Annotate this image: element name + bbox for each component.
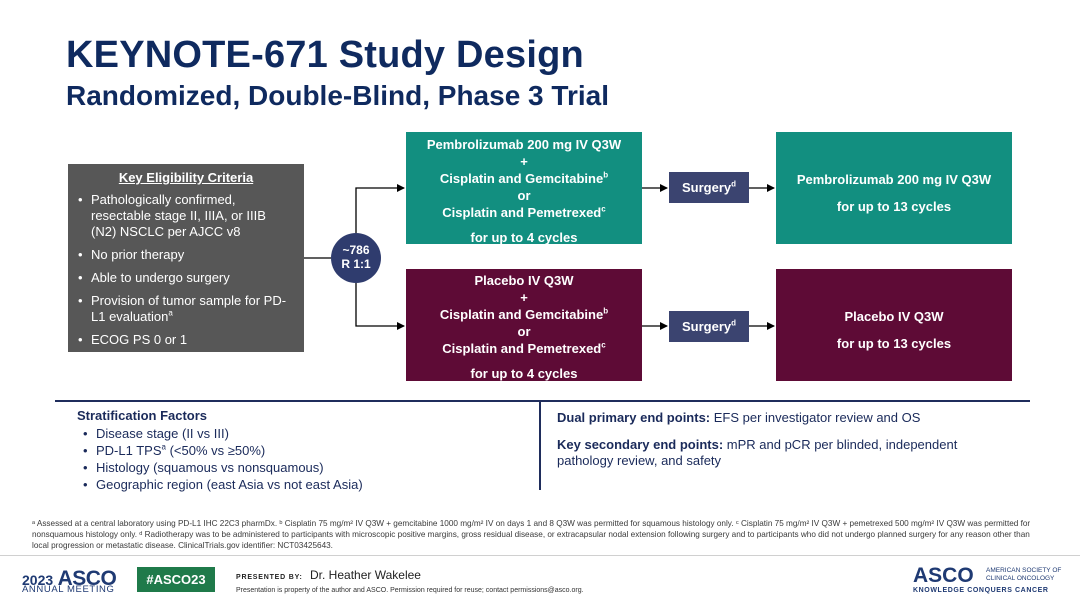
connector-rand-to-arms: [355, 184, 405, 233]
arm-line: Pembrolizumab 200 mg IV Q3W: [426, 137, 622, 152]
surgery-box-pembro: Surgeryd: [669, 172, 749, 203]
adjuvant-line: Pembrolizumab 200 mg IV Q3W: [796, 172, 992, 187]
endpoints: Dual primary end points: EFS per investi…: [557, 410, 997, 480]
placebo-adjuvant-box: Placebo IV Q3W for up to 13 cycles: [776, 269, 1012, 381]
primary-endpoints: Dual primary end points: EFS per investi…: [557, 410, 921, 425]
stratification-header: Stratification Factors: [77, 408, 208, 423]
arm-plus: +: [520, 154, 528, 169]
adjuvant-line: Placebo IV Q3W: [844, 309, 944, 324]
stratification-item: Geographic region (east Asia vs not east…: [83, 476, 363, 493]
society-name: AMERICAN SOCIETY OF CLINICAL ONCOLOGY: [986, 567, 1062, 582]
arm-or: or: [517, 188, 531, 203]
arm-duration: for up to 4 cycles: [470, 366, 578, 381]
stratification-item: PD-L1 TPSa (<50% vs ≥50%): [83, 442, 363, 459]
arm-duration: for up to 4 cycles: [470, 230, 578, 245]
footnote: ᵃ Assessed at a central laboratory using…: [32, 519, 1031, 550]
arm-line: Cisplatin and Gemcitabineb: [439, 170, 609, 186]
slide-subtitle: Randomized, Double-Blind, Phase 3 Trial: [66, 80, 609, 111]
presented-by: PRESENTED BY: Dr. Heather Wakelee: [236, 568, 421, 582]
randomization-n: ~786: [342, 243, 370, 257]
pembrolizumab-adjuvant-box: Pembrolizumab 200 mg IV Q3W for up to 13…: [776, 132, 1012, 244]
pembrolizumab-neoadjuvant-box: Pembrolizumab 200 mg IV Q3W + Cisplatin …: [406, 132, 642, 245]
eligibility-item: Pathologically confirmed, resectable sta…: [78, 192, 294, 240]
randomization-circle: ~786 R 1:1: [331, 233, 381, 283]
presented-by-label: PRESENTED BY:: [236, 574, 303, 581]
bottom-bar: [0, 555, 1080, 607]
arm-plus: +: [520, 290, 528, 305]
adjuvant-duration: for up to 13 cycles: [836, 336, 952, 351]
horizontal-divider: [55, 400, 1030, 402]
eligibility-item: No prior therapy: [78, 247, 294, 263]
eligibility-item: Able to undergo surgery: [78, 270, 294, 286]
arm-line: Cisplatin and Pemetrexedc: [442, 340, 606, 356]
tagline: KNOWLEDGE CONQUERS CANCER: [913, 587, 1049, 594]
randomization-ratio: R 1:1: [341, 257, 371, 271]
eligibility-header: Key Eligibility Criteria: [118, 170, 254, 185]
connector-rand-to-placebo: [355, 283, 405, 330]
slide-title: KEYNOTE-671 Study Design: [66, 34, 584, 76]
asco-wordmark: ASCO: [57, 567, 117, 590]
secondary-endpoints: Key secondary end points: mPR and pCR pe…: [557, 437, 958, 468]
arm-or: or: [517, 324, 531, 339]
arm-line: Cisplatin and Pemetrexedc: [442, 204, 606, 220]
stratification-item: Histology (squamous vs nonsquamous): [83, 459, 363, 476]
meeting-year: 2023: [22, 572, 54, 588]
arm-line: Placebo IV Q3W: [474, 273, 574, 288]
eligibility-criteria-box: Key Eligibility Criteria Pathologically …: [68, 164, 304, 352]
stratification-factors: Stratification Factors Disease stage (II…: [77, 408, 363, 493]
eligibility-item: Provision of tumor sample for PD-L1 eval…: [78, 293, 294, 325]
presenter-name: Dr. Heather Wakelee: [310, 568, 421, 582]
permission-notice: Presentation is property of the author a…: [236, 587, 584, 594]
surgery-box-placebo: Surgeryd: [669, 311, 749, 342]
stratification-item: Disease stage (II vs III): [83, 425, 363, 442]
hashtag-badge: #ASCO23: [137, 567, 215, 592]
vertical-divider: [539, 402, 541, 490]
eligibility-item: ECOG PS 0 or 1: [78, 332, 294, 348]
asco-wordmark: ASCO: [913, 564, 974, 587]
arm-line: Cisplatin and Gemcitabineb: [439, 306, 609, 322]
asco-annual-meeting-logo: 2023 ASCO ANNUAL MEETING: [22, 567, 117, 595]
annual-meeting-label: ANNUAL MEETING: [22, 584, 115, 595]
adjuvant-duration: for up to 13 cycles: [836, 199, 952, 214]
asco-society-logo: ASCO AMERICAN SOCIETY OF CLINICAL ONCOLO…: [913, 564, 1061, 594]
placebo-neoadjuvant-box: Placebo IV Q3W + Cisplatin and Gemcitabi…: [406, 269, 642, 381]
